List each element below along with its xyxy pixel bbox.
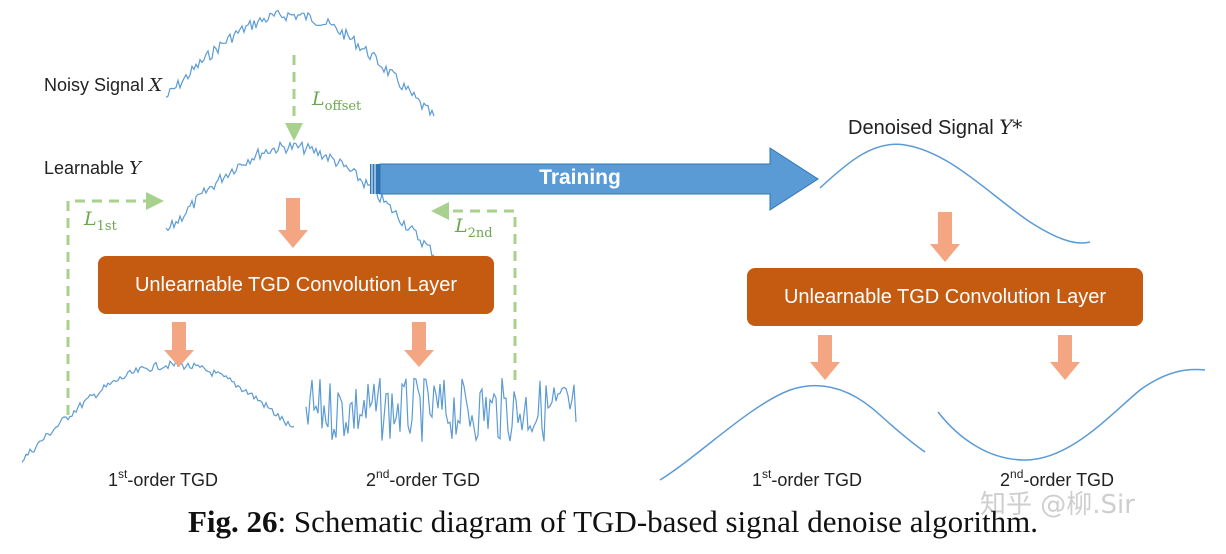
arrow-denoised-to-layer <box>930 212 960 262</box>
second-order-loss-label: L2nd <box>455 215 493 241</box>
noisy-signal-curve <box>165 9 435 117</box>
training-label: Training <box>539 166 621 189</box>
denoised-signal-label: Denoised Signal Y* <box>848 115 1023 139</box>
arrow-layer-to-first-left <box>164 322 194 367</box>
second-order-loss-arrow <box>431 202 517 380</box>
denoised-signal-curve <box>819 143 1091 244</box>
second-order-tgd-curve-right <box>937 368 1206 461</box>
noisy-signal-label: Noisy Signal X <box>44 75 162 96</box>
second-order-tgd-curve-left <box>305 377 577 443</box>
first-order-loss-label: L1st <box>84 208 117 234</box>
orange-arrows <box>164 198 1080 380</box>
training-arrow <box>370 147 819 211</box>
watermark: 知乎 @柳.Sir <box>980 490 1135 520</box>
offset-loss-label: Loffset <box>312 88 362 114</box>
first-order-tgd-curve-left <box>21 359 295 463</box>
learnable-label: Learnable Y <box>44 158 141 179</box>
arrow-layer-to-second-left <box>404 322 434 367</box>
loss-arrows <box>66 55 517 415</box>
arrow-learnable-to-layer <box>278 198 308 248</box>
first-order-tgd-label-left: 1st-order TGD <box>108 467 219 490</box>
first-order-loss-arrow <box>66 192 164 415</box>
first-order-tgd-curve-right <box>659 384 926 481</box>
arrow-layer-to-first-right <box>810 335 840 380</box>
second-order-tgd-label-left: 2nd-order TGD <box>366 467 481 490</box>
figure-caption: Fig. 26: Schematic diagram of TGD-based … <box>187 504 1039 539</box>
conv-layer-box-right: Unlearnable TGD Convolution Layer <box>747 268 1143 326</box>
second-order-tgd-label-right: 2nd-order TGD <box>1000 467 1115 490</box>
first-order-tgd-label-right: 1st-order TGD <box>752 467 863 490</box>
arrow-layer-to-second-right <box>1050 335 1080 380</box>
conv-layer-box-left: Unlearnable TGD Convolution Layer <box>98 256 494 314</box>
learnable-signal-curve <box>165 140 435 258</box>
